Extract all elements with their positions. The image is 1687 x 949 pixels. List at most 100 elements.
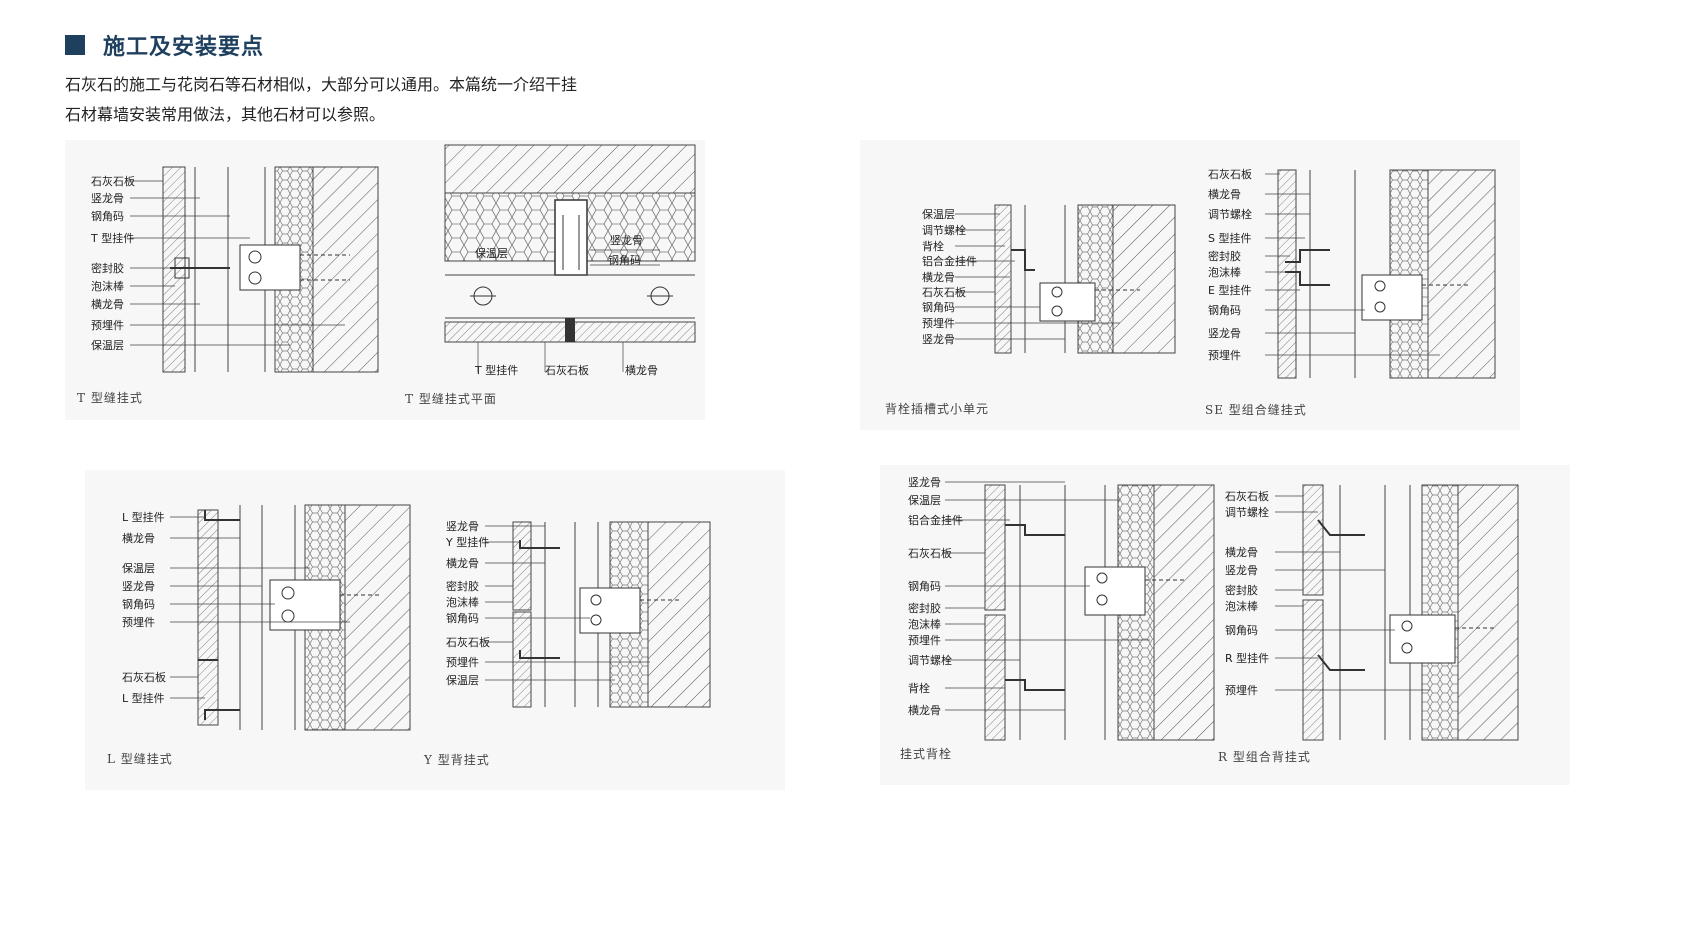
stone-panel xyxy=(197,509,219,726)
y-label-1: Y 型挂件 xyxy=(445,535,489,549)
se-label-3: S 型挂件 xyxy=(1208,231,1251,245)
r-label-8: 预埋件 xyxy=(1225,684,1258,697)
section-title: 施工及安装要点 xyxy=(103,35,265,60)
stone-panel xyxy=(512,521,532,611)
t-plan-label-2: 钢角码 xyxy=(608,254,641,267)
hang-label-2: 铝合金挂件 xyxy=(908,513,963,527)
stone-panel xyxy=(162,166,186,373)
l-label-0: L 型挂件 xyxy=(122,510,165,524)
stone-panel-lower xyxy=(984,614,1006,741)
diagram-r-back: 石灰石板 调节螺栓 横龙骨 竖龙骨 密封胶 泡沫棒 钢角码 R 型挂件 预埋件 … xyxy=(1218,484,1519,764)
r-label-5: 泡沫棒 xyxy=(1225,599,1258,613)
t-joint-label-5: 泡沫棒 xyxy=(91,279,124,293)
stone-panel xyxy=(1302,484,1324,596)
r-label-0: 石灰石板 xyxy=(1225,489,1269,503)
stone-panel xyxy=(984,484,1006,611)
concrete-wall xyxy=(444,144,696,194)
y-label-6: 石灰石板 xyxy=(446,635,490,649)
se-label-0: 石灰石板 xyxy=(1208,167,1252,181)
back-bolt-label-2: 背栓 xyxy=(922,239,944,253)
t-joint-label-6: 横龙骨 xyxy=(91,297,124,311)
r-label-1: 调节螺栓 xyxy=(1225,505,1269,519)
hang-label-3: 石灰石板 xyxy=(908,546,952,560)
concrete-wall xyxy=(647,521,711,708)
t-plan-label-3: T 型挂件 xyxy=(474,363,518,377)
y-label-7: 预埋件 xyxy=(446,656,479,669)
l-label-5: 预埋件 xyxy=(122,616,155,629)
r-label-6: 钢角码 xyxy=(1225,624,1258,637)
diagram-y-back: 竖龙骨 Y 型挂件 横龙骨 密封胶 泡沫棒 钢角码 石灰石板 预埋件 保温层 Y… xyxy=(423,520,711,767)
diagram-se-joint: 石灰石板 横龙骨 调节螺栓 S 型挂件 密封胶 泡沫棒 E 型挂件 钢角码 竖龙… xyxy=(1205,167,1496,417)
back-bolt-label-1: 调节螺栓 xyxy=(922,223,966,237)
r-label-3: 竖龙骨 xyxy=(1225,564,1258,577)
l-caption: L 型缝挂式 xyxy=(107,751,173,766)
t-joint-label-2: 钢角码 xyxy=(91,210,124,223)
section-header: 施工及安装要点 xyxy=(65,30,264,60)
t-joint-caption: T 型缝挂式 xyxy=(77,390,143,405)
y-label-5: 钢角码 xyxy=(446,612,479,625)
y-label-4: 泡沫棒 xyxy=(446,595,479,609)
concrete-wall xyxy=(1457,484,1519,741)
t-plan-label-1: 竖龙骨 xyxy=(610,234,643,247)
se-caption: SE 型组合缝挂式 xyxy=(1205,402,1307,417)
intro-line-1: 石灰石的施工与花岗石等石材相似，大部分可以通用。本篇统一介绍干挂 xyxy=(65,75,578,94)
concrete-wall xyxy=(1427,169,1496,379)
hang-label-9: 背栓 xyxy=(908,681,930,695)
se-label-2: 调节螺栓 xyxy=(1208,207,1252,221)
se-label-7: 钢角码 xyxy=(1208,304,1241,317)
se-label-9: 预埋件 xyxy=(1208,349,1241,362)
diagram-back-bolt-unit: 保温层 调节螺栓 背栓 铝合金挂件 横龙骨 石灰石板 钢角码 预埋件 竖龙骨 背… xyxy=(885,204,1176,416)
t-joint-label-1: 竖龙骨 xyxy=(91,192,124,205)
concrete-wall xyxy=(344,504,411,731)
se-label-6: E 型挂件 xyxy=(1208,283,1251,297)
hang-label-5: 密封胶 xyxy=(908,601,941,615)
back-bolt-label-6: 钢角码 xyxy=(922,301,955,314)
y-label-3: 密封胶 xyxy=(446,579,479,593)
se-label-1: 横龙骨 xyxy=(1208,187,1241,201)
l-label-6: 石灰石板 xyxy=(122,670,166,684)
intro-line-2: 石材幕墙安装常用做法，其他石材可以参照。 xyxy=(65,105,386,124)
hang-label-8: 调节螺栓 xyxy=(908,653,952,667)
hang-label-4: 钢角码 xyxy=(908,580,941,593)
diagram-hang-back-bolt: 竖龙骨 保温层 铝合金挂件 石灰石板 钢角码 密封胶 泡沫棒 预埋件 调节螺栓 … xyxy=(900,476,1215,761)
steel-angle xyxy=(1084,566,1146,616)
insulation-layer xyxy=(1077,204,1114,354)
y-label-0: 竖龙骨 xyxy=(446,520,479,533)
t-joint-label-7: 预埋件 xyxy=(91,319,124,332)
diagram-t-plan: 保温层 竖龙骨 钢角码 T 型挂件 石灰石板 横龙骨 T 型缝挂式平面 xyxy=(405,144,696,406)
diagram-l-joint: L 型挂件 横龙骨 保温层 竖龙骨 钢角码 预埋件 石灰石板 L 型挂件 L 型… xyxy=(107,504,411,766)
t-plan-label-0: 保温层 xyxy=(475,246,508,260)
stone-panel-lower xyxy=(1302,599,1324,741)
stone-panel-lower xyxy=(512,611,532,708)
t-clip xyxy=(174,257,190,279)
y-label-8: 保温层 xyxy=(446,673,479,687)
l-label-1: 横龙骨 xyxy=(122,531,155,545)
t-joint-label-4: 密封胶 xyxy=(91,261,124,275)
insulation-layer xyxy=(1389,169,1429,379)
hang-label-0: 竖龙骨 xyxy=(908,476,941,489)
back-bolt-label-8: 竖龙骨 xyxy=(922,333,955,346)
hang-caption: 挂式背栓 xyxy=(900,746,952,761)
stone-panel xyxy=(994,204,1012,354)
l-label-2: 保温层 xyxy=(122,561,155,575)
t-joint-label-0: 石灰石板 xyxy=(91,174,135,188)
hang-label-1: 保温层 xyxy=(908,493,941,507)
steel-angle xyxy=(1039,282,1096,322)
vertical-keel xyxy=(554,199,588,276)
t-joint-label-3: T 型挂件 xyxy=(90,231,134,245)
concrete-wall xyxy=(1112,204,1176,354)
r-label-2: 横龙骨 xyxy=(1225,545,1258,559)
concrete-wall xyxy=(1153,484,1215,741)
t-joint-label-8: 保温层 xyxy=(91,338,124,352)
t-plan-label-4: 石灰石板 xyxy=(545,363,589,377)
back-bolt-label-7: 预埋件 xyxy=(922,317,955,330)
back-bolt-caption: 背栓插槽式小单元 xyxy=(885,401,989,416)
t-plan-caption: T 型缝挂式平面 xyxy=(405,391,497,406)
back-bolt-label-0: 保温层 xyxy=(922,207,955,221)
l-label-7: L 型挂件 xyxy=(122,691,165,705)
se-label-8: 竖龙骨 xyxy=(1208,327,1241,340)
r-label-7: R 型挂件 xyxy=(1225,651,1269,665)
r-caption: R 型组合背挂式 xyxy=(1218,749,1311,764)
steel-angle xyxy=(269,579,341,631)
